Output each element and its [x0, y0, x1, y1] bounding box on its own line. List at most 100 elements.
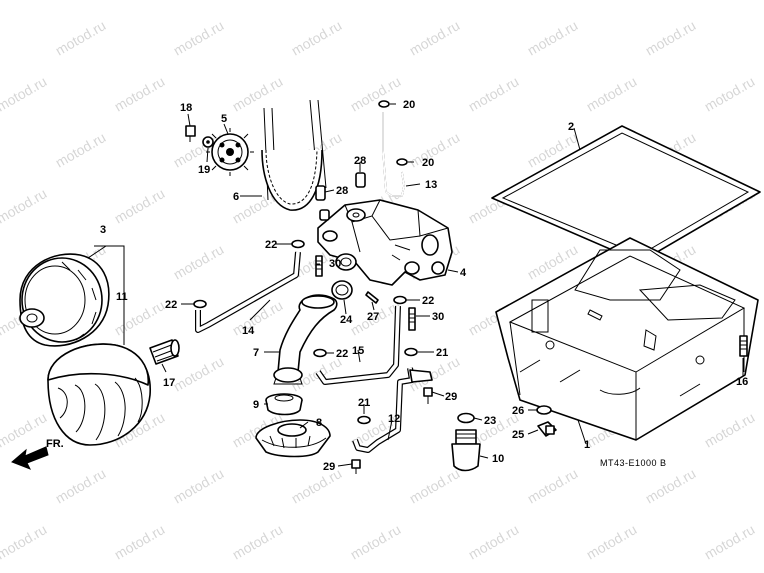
callout-19: 19 [198, 164, 210, 176]
watermark-text: motod.ru [702, 0, 758, 3]
callout-20-lower: 20 [422, 157, 434, 169]
callout-22-a: 22 [265, 239, 277, 251]
watermark-text: motod.ru [0, 185, 49, 226]
callout-5: 5 [221, 113, 227, 125]
o-ring-22-c [393, 295, 407, 305]
watermark-text: motod.ru [289, 17, 345, 58]
watermark-text: motod.ru [0, 0, 49, 3]
watermark-text: motod.ru [761, 353, 764, 394]
watermark-text: motod.ru [525, 17, 581, 58]
watermark-text: motod.ru [407, 17, 463, 58]
washer-19 [202, 136, 214, 148]
watermark-text: motod.ru [643, 465, 699, 506]
watermark-text: motod.ru [0, 409, 49, 450]
bolt-30-b [408, 307, 416, 331]
oil-filter-cartridge [19, 253, 110, 347]
watermark-text: motod.ru [289, 465, 345, 506]
watermark-text: motod.ru [230, 297, 286, 338]
watermark-text: motod.ru [702, 521, 758, 562]
watermark-text: motod.ru [348, 521, 404, 562]
watermark-text: motod.ru [171, 17, 227, 58]
watermark-text: motod.ru [702, 73, 758, 114]
watermark-text: motod.ru [584, 0, 640, 3]
dowel-pin-28-upper [355, 172, 366, 188]
callout-22-b: 22 [165, 299, 177, 311]
oil-strainer-8 [255, 419, 331, 458]
grommet-9 [265, 393, 303, 416]
callout-29-a: 29 [445, 391, 457, 403]
watermark-text: motod.ru [53, 465, 109, 506]
callout-3: 3 [100, 224, 106, 236]
watermark-text: motod.ru [171, 241, 227, 282]
callout-14: 14 [242, 325, 255, 337]
callout-26: 26 [512, 405, 524, 417]
oil-pump-assembly [317, 199, 453, 286]
watermark-text: motod.ru [112, 185, 168, 226]
watermark-text: motod.ru [112, 297, 168, 338]
callout-7: 7 [253, 347, 259, 359]
diagram-code: MT43-E1000 B [600, 458, 667, 468]
callout-18: 18 [180, 102, 192, 114]
callout-15: 15 [352, 345, 364, 357]
watermark-text: motod.ru [702, 409, 758, 450]
watermark-text: motod.ru [761, 465, 764, 506]
o-ring-22-b [193, 299, 207, 309]
drain-bolt-25 [537, 421, 557, 437]
watermark-text: motod.ru [348, 0, 404, 3]
oil-pipe-14 [195, 251, 301, 333]
callout-2: 2 [568, 121, 574, 133]
sprocket-5 [206, 128, 254, 176]
watermark-text: motod.ru [53, 129, 109, 170]
callout-16: 16 [736, 376, 748, 388]
callout-6: 6 [233, 191, 239, 203]
direction-label: FR. [46, 438, 64, 450]
watermark-text: motod.ru [407, 465, 463, 506]
washer-26 [536, 405, 552, 415]
bolt-18 [185, 125, 196, 142]
watermark-text: motod.ru [171, 353, 227, 394]
oil-strainer-pipe-7 [273, 294, 338, 385]
callout-10: 10 [492, 453, 504, 465]
front-direction-arrow: FR. [11, 438, 64, 470]
dowel-pin-28-lower [315, 185, 326, 201]
callout-9: 9 [253, 399, 259, 411]
watermark-text: motod.ru [230, 73, 286, 114]
watermark-text: motod.ru [643, 17, 699, 58]
callout-1: 1 [584, 439, 590, 451]
callout-22-c: 22 [422, 295, 434, 307]
oil-pipe-15 [315, 305, 401, 385]
bolt-29-b [351, 459, 361, 474]
oil-pressure-switch-10 [451, 429, 481, 472]
gasket-24 [331, 280, 353, 300]
watermark-text: motod.ru [112, 0, 168, 3]
watermark-text: motod.ru [466, 521, 522, 562]
callout-27: 27 [367, 311, 379, 323]
watermark-text: motod.ru [230, 521, 286, 562]
o-ring-20-lower [396, 158, 408, 166]
filter-boss [149, 339, 180, 365]
callout-24: 24 [340, 314, 353, 326]
callout-22-d: 22 [336, 348, 348, 360]
oil-pipe-12 [352, 367, 433, 453]
watermark-text: motod.ru [466, 73, 522, 114]
bolt-16 [739, 335, 748, 357]
o-ring-22-d [313, 348, 327, 358]
watermark-text: motod.ru [53, 17, 109, 58]
callout-21-a: 21 [436, 347, 448, 359]
o-ring-22-a [291, 239, 305, 249]
callout-17: 17 [163, 377, 175, 389]
bolt-29-a [423, 387, 433, 404]
callout-21-b: 21 [358, 397, 370, 409]
callout-4: 4 [460, 267, 467, 279]
bolt-30-a [315, 255, 323, 277]
callout-28-a: 28 [354, 155, 366, 167]
oil-pan-gasket-2 [491, 125, 761, 263]
watermark-text: motod.ru [407, 129, 463, 170]
watermark-text: motod.ru [761, 17, 764, 58]
watermark-text: motod.ru [761, 241, 764, 282]
callout-13: 13 [425, 179, 437, 191]
o-ring-21-a [404, 347, 418, 357]
watermark-text: motod.ru [0, 73, 49, 114]
callout-11: 11 [116, 291, 128, 303]
